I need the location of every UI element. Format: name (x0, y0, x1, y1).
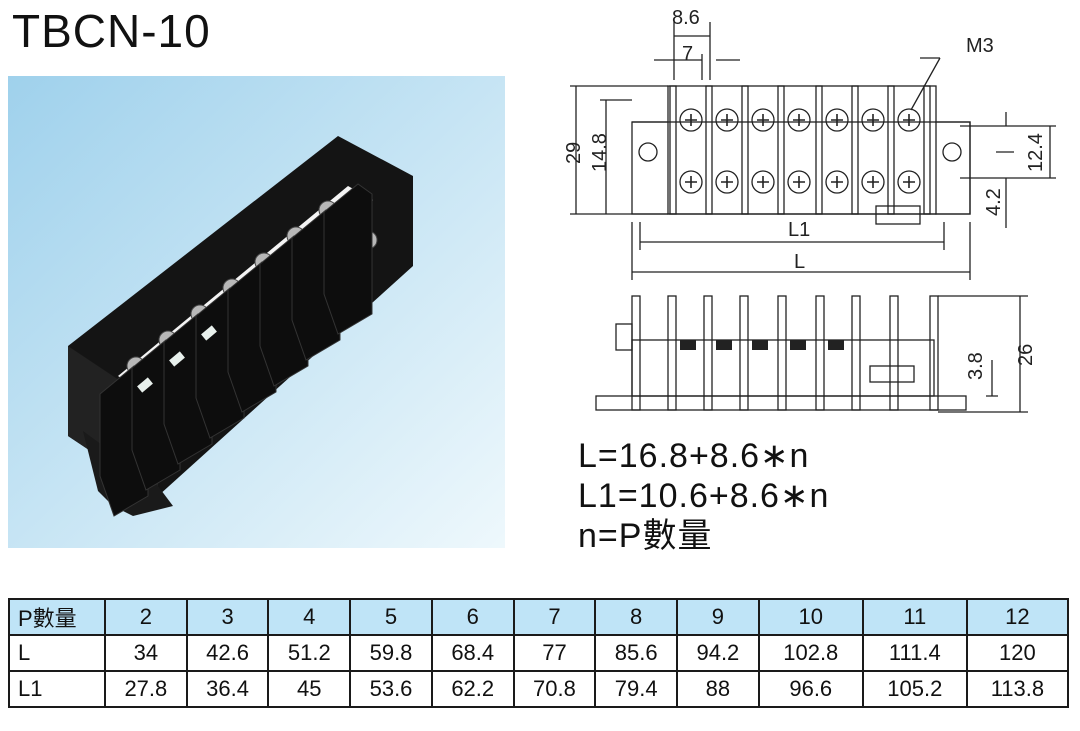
table-cell: 42.6 (185, 634, 270, 672)
formula-block: L=16.8+8.6∗n L1=10.6+8.6∗n n=P數量 (578, 436, 829, 556)
formula-n: n=P數量 (578, 517, 713, 555)
terminal-block-photo (68, 136, 413, 517)
table-cell: 77 (512, 634, 597, 672)
dim-side1-label: 3.8 (965, 352, 987, 380)
table-header-cell: 2 (104, 598, 188, 636)
table-cell: 120 (965, 634, 1070, 672)
dim-height-label: 29 (563, 142, 585, 164)
table-header-cell: 5 (349, 598, 433, 636)
table-header-cell: 4 (267, 598, 352, 636)
dim-inner-label: 14.8 (589, 133, 611, 172)
table-cell: 36.4 (185, 670, 270, 708)
dimension-drawing: 8.6 7 M3 29 14.8 12.4 4.2 L1 L 3.8 26 (563, 7, 1056, 413)
table-cell: 102.8 (757, 634, 864, 672)
table-row-label: L1 (8, 670, 106, 708)
table-cell: 62.2 (430, 670, 515, 708)
formula-l1: L1=10.6+8.6∗n (578, 477, 830, 515)
dim-l-label: L (794, 251, 805, 273)
table-cell: 27.8 (104, 670, 188, 708)
dim-screw-label: M3 (966, 35, 994, 57)
table-header-cell: 3 (185, 598, 270, 636)
dimension-table: P數量 2 3 4 5 6 7 8 9 10 11 12 L 34 42.6 5… (8, 598, 1070, 708)
dim-pitch-label: 8.6 (672, 7, 700, 29)
table-cell: 111.4 (861, 634, 968, 672)
table-row: L 34 42.6 51.2 59.8 68.4 77 85.6 94.2 10… (8, 634, 1070, 672)
table-cell: 105.2 (861, 670, 968, 708)
table-cell: 59.8 (349, 634, 433, 672)
formula-l: L=16.8+8.6∗n (578, 437, 810, 475)
table-cell: 51.2 (267, 634, 352, 672)
table-cell: 34 (104, 634, 188, 672)
table-cell: 79.4 (594, 670, 679, 708)
table-header-cell: 7 (512, 598, 597, 636)
table-header-cell: 8 (594, 598, 679, 636)
dim-gap-label: 7 (682, 43, 693, 65)
table-cell: 70.8 (512, 670, 597, 708)
table-header-cell: 6 (430, 598, 515, 636)
table-row: L1 27.8 36.4 45 53.6 62.2 70.8 79.4 88 9… (8, 670, 1070, 708)
table-cell: 53.6 (349, 670, 433, 708)
table-cell: 45 (267, 670, 352, 708)
table-cell: 68.4 (430, 634, 515, 672)
table-cell: 85.6 (594, 634, 679, 672)
product-photo (8, 76, 505, 548)
table-cell: 94.2 (676, 634, 760, 672)
table-header-cell: 12 (965, 598, 1070, 636)
table-header-label: P數量 (8, 598, 106, 636)
product-title: TBCN-10 (12, 5, 211, 57)
table-header-cell: 10 (757, 598, 864, 636)
table-cell: 96.6 (757, 670, 864, 708)
dim-l1-label: L1 (788, 219, 810, 241)
table-header-cell: 11 (861, 598, 968, 636)
dim-right1-label: 12.4 (1025, 133, 1047, 172)
table-header-row: P數量 2 3 4 5 6 7 8 9 10 11 12 (8, 598, 1070, 636)
table-cell: 88 (676, 670, 760, 708)
dim-right2-label: 4.2 (983, 188, 1005, 216)
table-header-cell: 9 (676, 598, 760, 636)
table-row-label: L (8, 634, 106, 672)
dim-side2-label: 26 (1015, 344, 1037, 366)
table-cell: 113.8 (965, 670, 1070, 708)
